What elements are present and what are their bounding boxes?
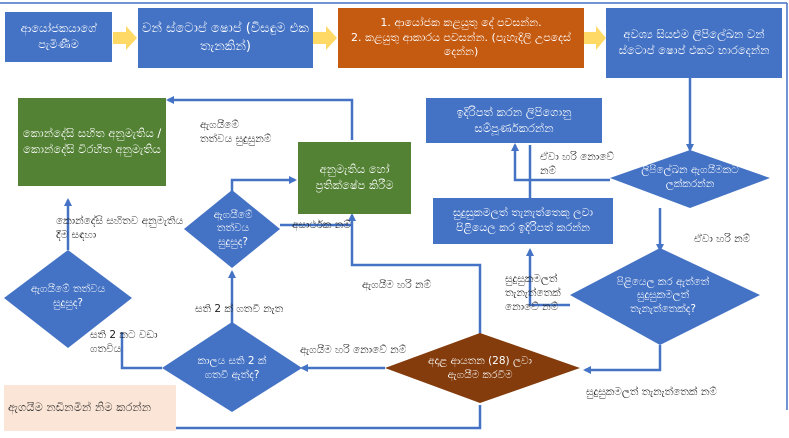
label-condition-approval: කොන්දේසි සහිතව අනුමැතිය දීම සඳහා — [56, 215, 184, 242]
diamond-assess-28 — [385, 333, 580, 403]
diamond-time-2weeks — [162, 322, 302, 412]
label-assessment-ok: ඇගයීම හරි නම් — [362, 279, 432, 291]
arrow-time-passed — [120, 332, 162, 370]
complete-documents-text: ඉදිරිපත් කරන ලිපිගොනු සම්පූර්ණකරන්න — [456, 104, 572, 135]
label-assessment-not-ok: ඇගයීම හරි නොවේ නම් — [300, 344, 407, 356]
prepared-qualified-text: පිළියෙල කර ඇත්තේ සුදුසුකමලත් තැනැත්තෙක්ද… — [616, 275, 710, 315]
arrow-quality-suitable — [230, 176, 297, 195]
arrow-assess-ok — [348, 213, 482, 335]
conditional-approval-box: කොන්දේසි සහිත අනුමැතිය / කොන්දේසි විරහිත… — [18, 98, 166, 186]
one-stop-box: වන් ස්ටොප් ෂොප් (විසඳුම එක තැනකින්) — [138, 8, 313, 68]
handover-letters-text: අවශ්‍ය සියළුම ලිපිලේඛන වන් ස්ටොප් ෂොප් එ… — [618, 27, 770, 57]
eval-quality-mid-text: ඇගයීමේ තත්වය සුදුසුද? — [213, 208, 253, 248]
label-qualified: සුදුසුකමලත් තැනැත්තෙක් නම් — [586, 386, 717, 398]
yellow-arrow-3 — [584, 26, 606, 50]
label-weeks-passed: සති 2 කට වඩා ගතවිය — [90, 329, 158, 356]
submit-defects-box: සුදුසුකමලත් තැනැත්තෙකු ලවා පිළියෙල කර ඉද… — [433, 198, 613, 244]
label-quality-suitable: ඇගයීමේ තත්වය සුදුසුනම් — [200, 119, 272, 146]
yellow-arrow-1 — [113, 26, 137, 50]
diamond-letters-eval — [610, 150, 770, 208]
start-box: ආයෝජකයාගේ පැමිණීම — [5, 12, 112, 62]
end-note-text: ඇගයීම නඩිනමින් නිම කරන්න — [8, 400, 152, 415]
approval-reject-text: අනුමැතිය හෝ ප්‍රතික්ෂේප කිරීම — [315, 162, 394, 192]
label-not-qualified: සුදුසුකමලත් තැනැත්තෙක් නොවේ නම් — [505, 273, 561, 314]
submit-defects-text: සුදුසුකමලත් තැනැත්තෙකු ලවා පිළියෙල කර ඉද… — [452, 206, 594, 234]
one-stop-text: වන් ස්ටොප් ෂොප් (විසඳුම එක තැනකින්) — [142, 21, 309, 54]
arrow-not-qualified — [526, 248, 570, 307]
arrow-approval-to-conditional — [166, 96, 354, 140]
diamond-prepared-qualified — [570, 248, 760, 345]
handover-letters-box: අවශ්‍ය සියළුම ලිපිලේඛන වන් ස්ටොප් ෂොප් එ… — [606, 8, 782, 78]
yellow-arrow-2 — [313, 26, 337, 50]
label-eval-ok: ඒවා හරි නම් — [694, 233, 751, 245]
eval-quality-left-text: ඇගයීමේ තත්වය සුදුසුද? — [30, 283, 106, 309]
label-weeks-not-passed: සති 2 ක් ගතවී නැත — [195, 303, 284, 315]
time-2weeks-text: කාලය සති 2 ක් ගතවී ඇත්ද? — [197, 355, 267, 381]
approval-reject-box: අනුමැතිය හෝ ප්‍රතික්ෂේප කිරීම — [298, 142, 411, 214]
provide-details-text: 1. ආයෝජක කළයුතු දේ පවසන්න. 2. කළයුතු ආකා… — [351, 15, 571, 59]
arrow-eval-not-ok — [511, 143, 610, 182]
start-text: ආයෝජකයාගේ පැමිණීම — [20, 21, 97, 51]
complete-documents-box: ඉදිරිපත් කරන ලිපිගොනු සම්පූර්ණකරන්න — [426, 98, 602, 143]
label-unsuitable: අසාර්ථක නම් — [292, 219, 351, 231]
assess-28-text: අදාළ ආයතන (28) ලවා ඇගයීම කරවීම — [427, 355, 532, 381]
arrow-qualified — [583, 345, 662, 374]
letters-eval-text: ලිපිලේඛන ඇගයීමකට ලක්කරන්න — [641, 164, 739, 190]
provide-details-box: 1. ආයෝජක කළයුතු දේ පවසන්න. 2. කළයුතු ආකා… — [338, 8, 584, 68]
diamond-eval-quality-left — [4, 250, 132, 348]
diamond-eval-quality-mid — [184, 190, 280, 268]
end-note-box: ඇගයීම නඩිනමින් නිම කරන්න — [4, 385, 176, 431]
label-eval-not-ok: ඒවා හරි නොවේ නම් — [540, 151, 614, 178]
conditional-approval-text: කොන්දේසි සහිත අනුමැතිය / කොන්දේසි විරහිත… — [22, 126, 162, 156]
